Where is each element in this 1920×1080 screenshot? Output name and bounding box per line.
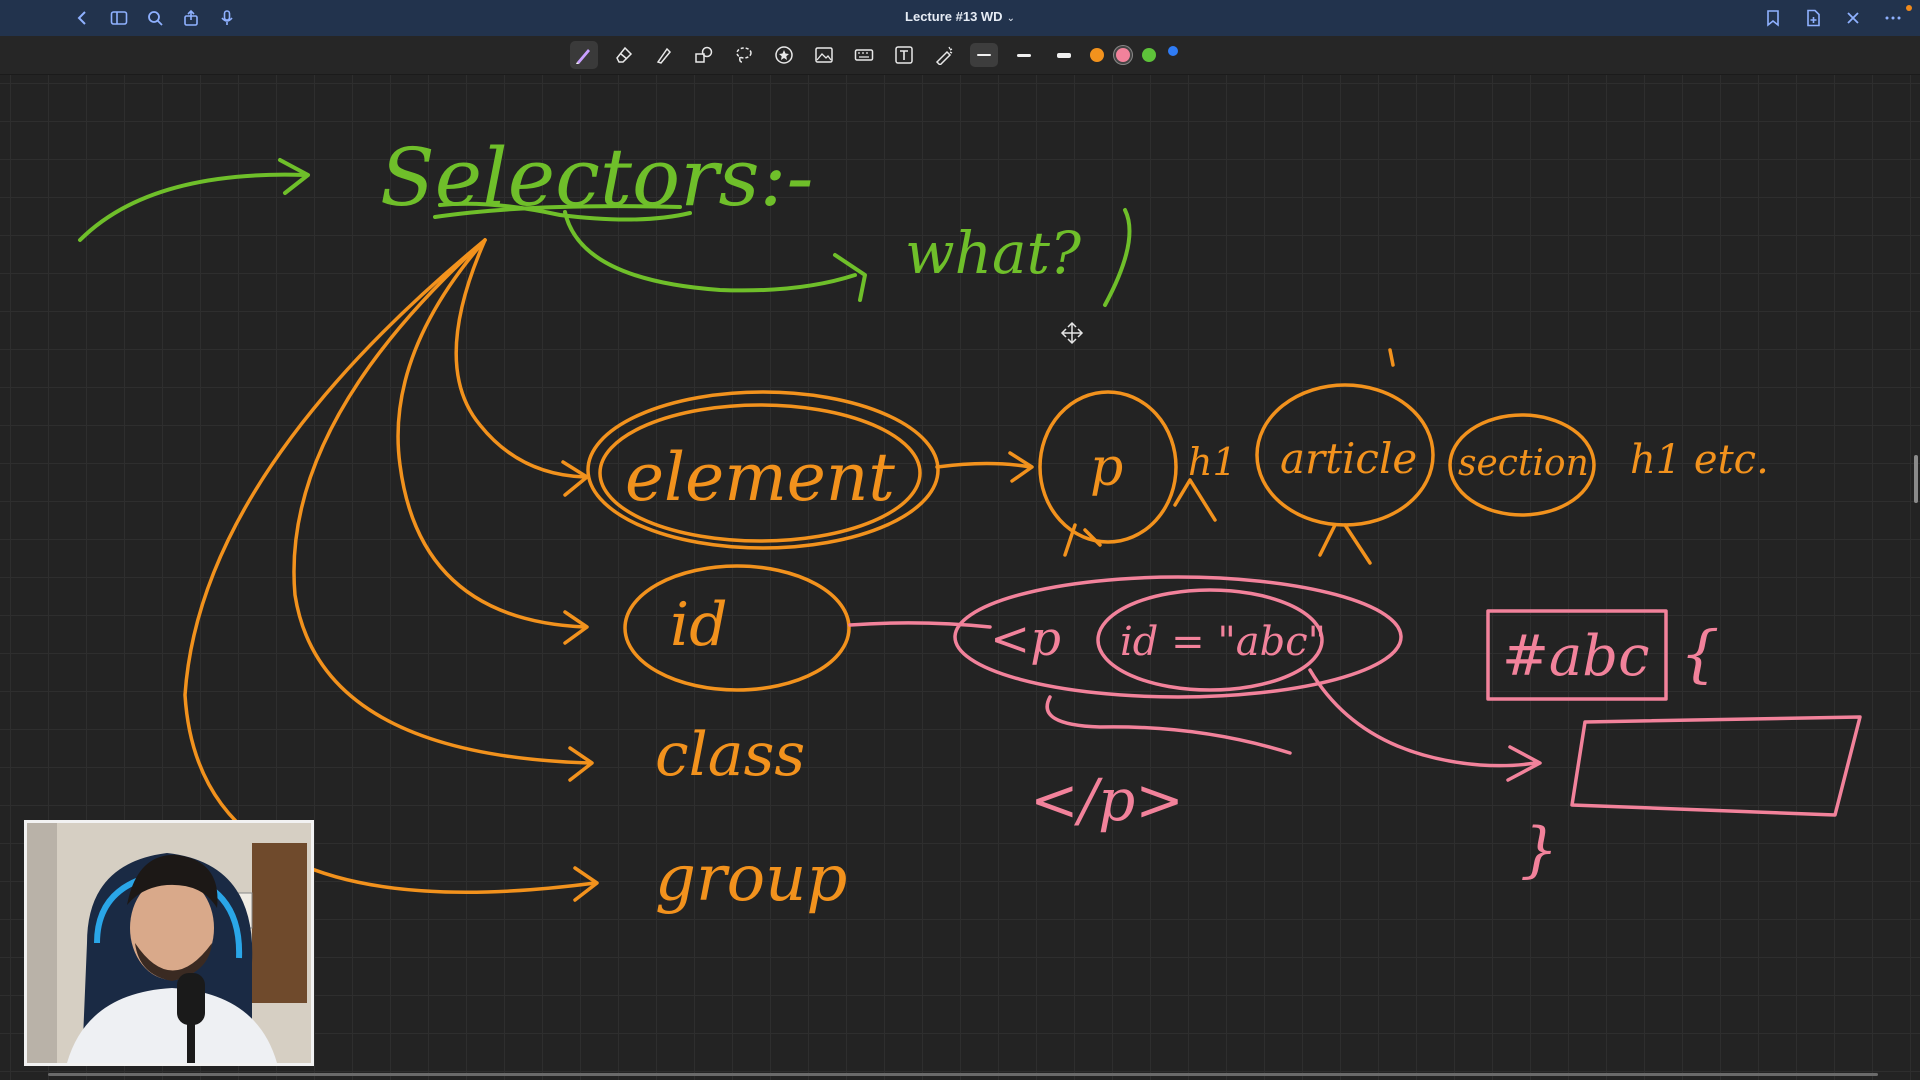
title-dropdown-icon[interactable]: ⌄ xyxy=(1006,13,1015,24)
search-icon[interactable] xyxy=(142,6,168,30)
open-brace: { xyxy=(1680,617,1719,690)
example-h1-etc: h1 etc. xyxy=(1630,437,1769,483)
share-icon[interactable] xyxy=(178,6,204,30)
p-circle-tail xyxy=(1063,523,1102,557)
type-class: class xyxy=(655,720,805,790)
titlebar-right-controls xyxy=(1760,6,1906,30)
orange-ink-group xyxy=(183,238,1596,902)
example-h1: h1 xyxy=(1188,440,1237,484)
green-arrow-left xyxy=(78,172,307,242)
element-circle-inner xyxy=(598,403,922,543)
tool-group xyxy=(570,41,1178,69)
arrow-id-to-tag xyxy=(848,621,992,629)
highlighter-tool-icon[interactable] xyxy=(650,41,678,69)
branch-to-group xyxy=(183,238,597,894)
branch-to-id xyxy=(396,238,587,629)
arrow-element-examples xyxy=(935,461,1032,469)
element-circle-outer xyxy=(586,390,940,550)
more-icon[interactable] xyxy=(1880,6,1906,30)
arrow-head-group xyxy=(573,866,599,902)
example-p: p xyxy=(1090,438,1123,498)
vertical-scrollbar[interactable] xyxy=(1914,455,1918,503)
lasso-tool-icon[interactable] xyxy=(730,41,758,69)
green-arrow-head-left xyxy=(278,158,310,195)
shapes-tool-icon[interactable] xyxy=(690,41,718,69)
css-selector-box xyxy=(1486,609,1668,701)
green-curve-to-what xyxy=(563,210,857,293)
heading-underline-2 xyxy=(433,204,682,219)
question-what: what? xyxy=(905,219,1082,287)
image-tool-icon[interactable] xyxy=(810,41,838,69)
microphone-icon[interactable] xyxy=(214,6,240,30)
question-mark-curl xyxy=(1103,208,1132,307)
webcam-overlay xyxy=(24,820,314,1066)
back-chevron-icon[interactable] xyxy=(70,6,96,30)
document-title-text: Lecture #13 WD xyxy=(905,9,1003,24)
laser-pointer-tool-icon[interactable] xyxy=(930,41,958,69)
section-circle xyxy=(1448,413,1596,517)
stroke-medium-option[interactable] xyxy=(1010,43,1038,67)
horizontal-scrollbar[interactable] xyxy=(48,1073,1878,1076)
move-cursor-icon xyxy=(1060,321,1084,345)
stroke-thick-option[interactable] xyxy=(1050,43,1078,67)
pen-tool-icon[interactable] xyxy=(570,41,598,69)
sticker-tool-icon[interactable] xyxy=(770,41,798,69)
pink-ink-group xyxy=(848,575,1862,817)
tag-ellipse xyxy=(953,575,1403,699)
text-tool-icon[interactable] xyxy=(890,41,918,69)
css-selector-abc: #abc xyxy=(1502,624,1650,689)
titlebar-left-controls xyxy=(70,6,240,30)
article-tick xyxy=(1388,348,1395,367)
p-circle xyxy=(1038,390,1178,544)
type-element: element xyxy=(625,439,895,516)
example-article: article xyxy=(1280,434,1417,483)
h1-caret-mark xyxy=(1173,478,1217,522)
keyboard-tool-icon[interactable] xyxy=(850,41,878,69)
color-swatch-orange[interactable] xyxy=(1090,48,1104,62)
close-icon[interactable] xyxy=(1840,6,1866,30)
green-arrow-head-what xyxy=(833,253,867,302)
note-canvas[interactable]: Selectors:- what? xyxy=(0,75,1920,1080)
tag-scribble xyxy=(1045,695,1292,755)
arrow-to-box xyxy=(1308,668,1537,768)
heading-selectors: Selectors:- xyxy=(380,131,813,224)
drawing-toolbar xyxy=(0,36,1920,75)
green-ink-group xyxy=(78,158,1132,307)
arrow-head-box xyxy=(1506,745,1542,782)
type-id: id xyxy=(670,590,728,660)
arrow-head-class xyxy=(568,746,594,782)
sidebar-icon[interactable] xyxy=(106,6,132,30)
branch-to-class xyxy=(292,238,592,765)
color-swatch-blue[interactable] xyxy=(1168,46,1178,56)
color-swatch-pink[interactable] xyxy=(1116,48,1130,62)
tag-attribute: id = "abc" xyxy=(1120,619,1326,665)
document-title[interactable]: Lecture #13 WD⌄ xyxy=(0,9,1920,24)
bookmark-icon[interactable] xyxy=(1760,6,1786,30)
title-bar: Lecture #13 WD⌄ xyxy=(0,0,1920,36)
arrow-head-element xyxy=(561,460,589,497)
tag-open-p: <p xyxy=(990,611,1061,667)
close-brace: } xyxy=(1520,815,1558,885)
arrow-head-id xyxy=(563,610,589,645)
article-circle-tail xyxy=(1318,523,1372,565)
handwriting-layer: Selectors:- what? xyxy=(78,131,1862,916)
color-swatch-green[interactable] xyxy=(1142,48,1156,62)
arrow-head-examples xyxy=(1008,451,1034,483)
eraser-tool-icon[interactable] xyxy=(610,41,638,69)
heading-underline-1 xyxy=(438,201,692,222)
type-group: group xyxy=(655,842,847,916)
presenter-video xyxy=(27,823,311,1063)
attr-ellipse xyxy=(1096,588,1324,692)
example-section: section xyxy=(1458,443,1589,484)
tag-close-p: </p> xyxy=(1030,766,1184,834)
stroke-thin-option[interactable] xyxy=(970,43,998,67)
add-page-icon[interactable] xyxy=(1800,6,1826,30)
notification-dot xyxy=(1906,5,1912,11)
styled-element-box xyxy=(1570,715,1862,817)
id-circle xyxy=(623,564,851,692)
branch-to-element xyxy=(454,238,587,479)
